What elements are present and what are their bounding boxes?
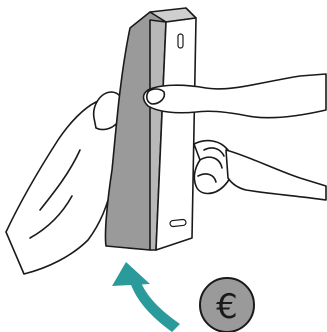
- device-top-slot: [178, 34, 183, 48]
- arrow-shaft: [130, 280, 180, 332]
- device-bottom-slot: [170, 219, 187, 227]
- arrow-head: [112, 262, 150, 286]
- device-body: [105, 8, 196, 250]
- euro-coin-icon: €: [200, 278, 254, 332]
- up-arrow: [112, 262, 180, 332]
- euro-symbol: €: [216, 287, 238, 327]
- right-wrist: [226, 150, 326, 200]
